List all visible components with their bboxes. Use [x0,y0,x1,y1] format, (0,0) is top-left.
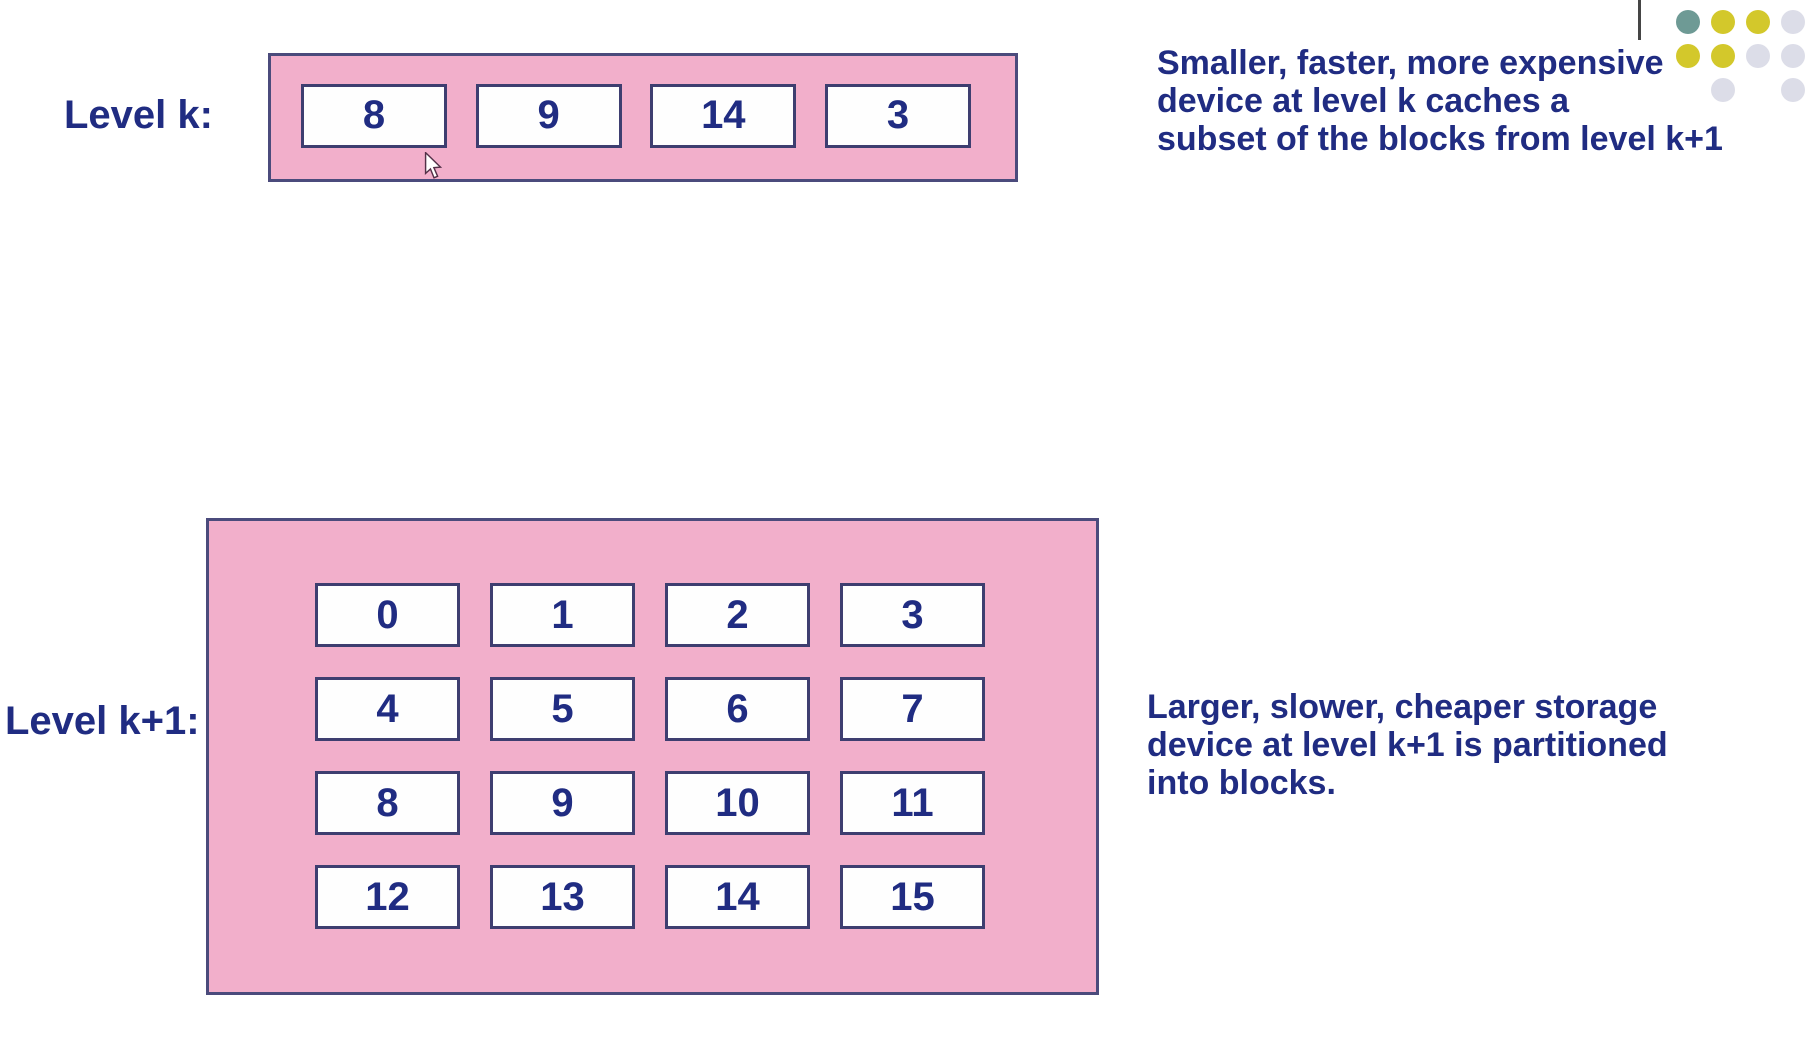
gray-dot [1746,44,1770,68]
storage-block: 14 [665,865,810,929]
storage-block: 6 [665,677,810,741]
yellow-dot [1711,44,1735,68]
cache-block: 8 [301,83,447,148]
gray-dot [1781,78,1805,102]
gray-dot [1711,78,1735,102]
cache-block: 3 [824,83,971,148]
upper-annotation: Smaller, faster, more expensive device a… [1157,44,1723,158]
gray-dot [1781,10,1805,34]
mouse-cursor-icon [424,152,443,179]
annotation-line: Smaller, faster, more expensive [1157,44,1664,82]
lower-annotation: Larger, slower, cheaper storage device a… [1147,688,1668,802]
storage-block: 8 [315,771,460,835]
cache-block: 9 [475,83,622,148]
annotation-line: Larger, slower, cheaper storage [1147,688,1658,726]
dots-pattern [1676,10,1818,122]
storage-block: 12 [315,865,460,929]
storage-block: 13 [490,865,635,929]
teal-dot [1676,10,1700,34]
storage-block: 15 [840,865,985,929]
template-divider-line [1638,0,1641,40]
level-k-label: Level k: [64,93,213,137]
storage-block: 0 [315,583,460,647]
storage-block: 3 [840,583,985,647]
storage-block: 7 [840,677,985,741]
storage-block: 11 [840,771,985,835]
gray-dot [1781,44,1805,68]
storage-block: 10 [665,771,810,835]
yellow-dot [1746,10,1770,34]
annotation-line: device at level k caches a [1157,82,1570,120]
storage-block: 5 [490,677,635,741]
storage-block: 9 [490,771,635,835]
level-k-cache-device: 8 9 14 3 [268,53,1018,182]
yellow-dot [1711,10,1735,34]
annotation-line: device at level k+1 is partitioned [1147,726,1668,764]
storage-block: 4 [315,677,460,741]
storage-block: 1 [490,583,635,647]
level-k1-storage-device: 0 1 2 3 4 5 6 7 8 9 10 11 12 13 14 15 [206,518,1099,995]
cache-block: 14 [650,83,797,148]
yellow-dot [1676,44,1700,68]
annotation-line: subset of the blocks from level k+1 [1157,120,1723,158]
annotation-line: into blocks. [1147,764,1336,802]
level-k1-label: Level k+1: [5,699,200,743]
storage-block: 2 [665,583,810,647]
